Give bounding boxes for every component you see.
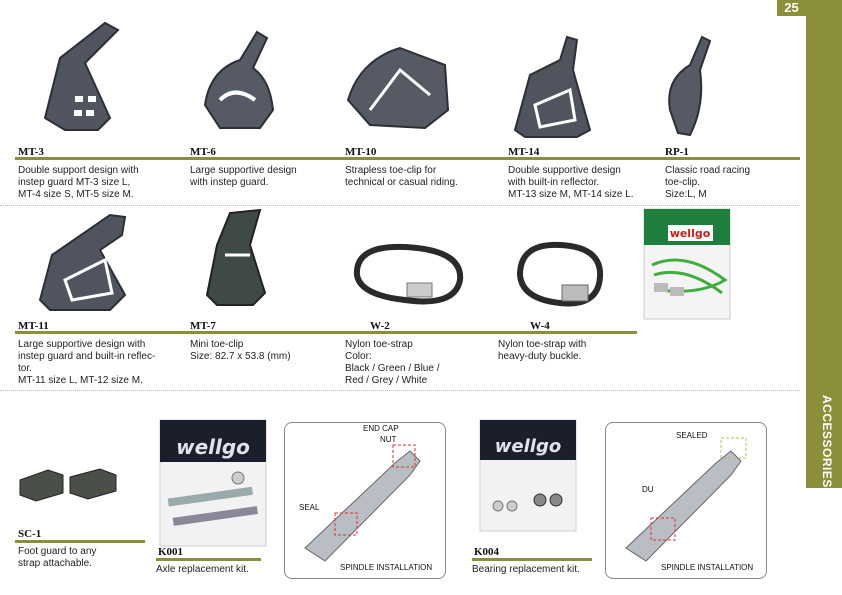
- w-2-toe-strap-image: [353, 243, 464, 305]
- k001-package-image: wellgo: [159, 419, 267, 547]
- mt-3-toe-clip-image: [43, 21, 120, 131]
- section-label: ACCESSORIES: [820, 395, 834, 488]
- spindle-illustration: [625, 437, 747, 562]
- product-code: K004: [474, 546, 500, 558]
- diagram-caption: SPINDLE INSTALLATION: [340, 563, 433, 572]
- du-label: DU: [642, 485, 654, 494]
- page-margin: [795, 16, 806, 488]
- spindle-illustration: [304, 444, 421, 562]
- row-separator: [0, 390, 800, 391]
- k001-divider: [156, 558, 261, 561]
- row-1-divider: [15, 157, 800, 160]
- w-4-toe-strap-image: [516, 241, 604, 307]
- product-description: Axle replacement kit.: [156, 564, 249, 575]
- spindle-diagram-1: END CAP NUT SEAL SPINDLE INSTALLATION: [284, 422, 446, 579]
- product-code: MT-3: [18, 146, 44, 158]
- page-number: 25: [777, 0, 806, 16]
- product-code: MT-11: [18, 320, 49, 332]
- seal-label: SEAL: [299, 503, 320, 512]
- product-code: W-4: [530, 320, 550, 332]
- spindle-diagram-2: SEALED DU SPINDLE INSTALLATION: [605, 422, 767, 579]
- k004-package-image: wellgo: [479, 419, 577, 532]
- product-code: K001: [158, 546, 184, 558]
- package-logo: wellgo: [176, 435, 250, 459]
- diagram-caption: SPINDLE INSTALLATION: [661, 563, 754, 572]
- row-separator: [0, 205, 800, 206]
- k004-divider: [472, 558, 592, 561]
- mt-11-toe-clip-image: [38, 213, 127, 311]
- mt-7-toe-clip-image: [205, 208, 267, 306]
- package-logo: wellgo: [670, 227, 711, 240]
- sc-1-divider: [15, 540, 145, 543]
- w-2-package-image: wellgo: [643, 208, 731, 320]
- rp-1-toe-clip-image: [668, 35, 712, 137]
- row-2-divider: [15, 331, 637, 334]
- product-code: MT-7: [190, 320, 216, 332]
- mt-14-toe-clip-image: [513, 35, 592, 138]
- product-description: Bearing replacement kit.: [472, 564, 580, 575]
- mt-10-toe-clip-image: [346, 46, 450, 130]
- nut-label: NUT: [380, 435, 397, 444]
- sealed-label: SEALED: [676, 431, 708, 440]
- product-code: RP-1: [665, 146, 689, 158]
- package-logo: wellgo: [495, 436, 561, 457]
- product-code: SC-1: [18, 528, 42, 540]
- sc-1-foot-guard-image: [19, 468, 117, 502]
- product-code: W-2: [370, 320, 390, 332]
- section-sidebar: [806, 0, 842, 488]
- end-cap-label: END CAP: [363, 424, 399, 433]
- product-code: MT-14: [508, 146, 540, 158]
- mt-6-toe-clip-image: [203, 30, 275, 129]
- product-code: MT-10: [345, 146, 377, 158]
- product-code: MT-6: [190, 146, 216, 158]
